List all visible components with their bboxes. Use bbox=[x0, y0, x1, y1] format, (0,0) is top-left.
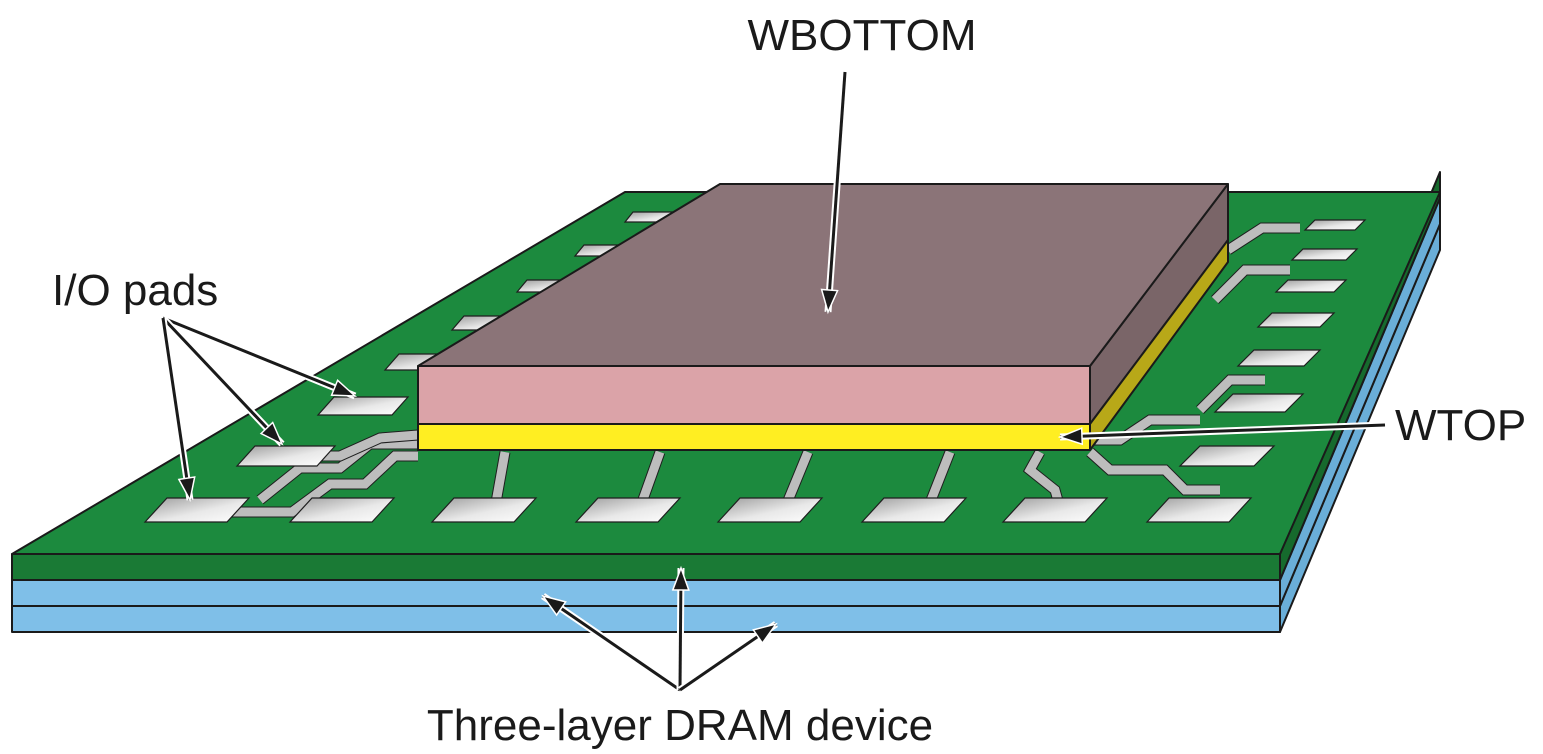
trace-right-4 bbox=[1196, 375, 1265, 414]
pad-right-2 bbox=[1213, 393, 1305, 413]
dram-arrow-right-head bbox=[752, 622, 778, 645]
wtop-label: WTOP bbox=[1395, 401, 1526, 450]
wbottom-arrow-head bbox=[820, 288, 839, 315]
trace-left-1 bbox=[257, 439, 418, 504]
dram-layer-middle-front bbox=[11, 579, 1281, 607]
pad-right-5 bbox=[1274, 279, 1348, 293]
pad-front-8 bbox=[1145, 497, 1253, 523]
pad-right-3 bbox=[1236, 349, 1322, 367]
chip-stack bbox=[417, 183, 1229, 451]
dram-arrow-left bbox=[542, 594, 681, 692]
wbottom-front-face bbox=[417, 365, 1091, 425]
trace-right-6 bbox=[1225, 223, 1300, 254]
wtop-arrow-head bbox=[1057, 427, 1084, 446]
trace-right-5 bbox=[1211, 265, 1290, 304]
io-arrow-2 bbox=[161, 316, 284, 446]
callout-arrows bbox=[159, 71, 1386, 693]
dram-label: Three-layer DRAM device bbox=[427, 701, 933, 750]
wbottom-arrow bbox=[826, 71, 847, 313]
pad-right-4 bbox=[1256, 312, 1336, 328]
pad-front-2 bbox=[288, 497, 396, 523]
wtop-front-face bbox=[417, 423, 1091, 451]
pad-front-4 bbox=[574, 497, 682, 523]
pad-front-3 bbox=[430, 497, 538, 523]
pad-left-1 bbox=[235, 445, 337, 467]
pad-front-5 bbox=[716, 497, 824, 523]
trace-right-3 bbox=[1086, 448, 1220, 495]
io-arrow-3-head bbox=[177, 476, 196, 503]
dram-layer-bottom-front bbox=[11, 605, 1281, 633]
pad-right-6 bbox=[1290, 248, 1359, 261]
io-arrow-3 bbox=[161, 317, 192, 501]
dram-arrow-middle-head bbox=[671, 565, 690, 591]
pad-left-2 bbox=[316, 396, 410, 416]
dram-layer-top-front bbox=[11, 553, 1281, 581]
pad-front-6 bbox=[860, 497, 968, 523]
io-arrow-2-head bbox=[259, 421, 284, 446]
io-arrow-1-head bbox=[330, 379, 358, 397]
pad-right-1 bbox=[1178, 445, 1276, 467]
wbottom-label: WBOTTOM bbox=[748, 11, 977, 60]
pad-front-1 bbox=[143, 497, 251, 523]
io-pads-label: I/O pads bbox=[52, 266, 218, 315]
pad-right-7 bbox=[1303, 219, 1367, 231]
io-arrow-1 bbox=[162, 316, 356, 398]
trace-left-2 bbox=[220, 451, 418, 517]
trace-right-1 bbox=[1090, 415, 1200, 445]
dram-arrow-left-head bbox=[541, 594, 567, 617]
wtop-arrow bbox=[1059, 423, 1386, 439]
pad-front-7 bbox=[1001, 497, 1109, 523]
